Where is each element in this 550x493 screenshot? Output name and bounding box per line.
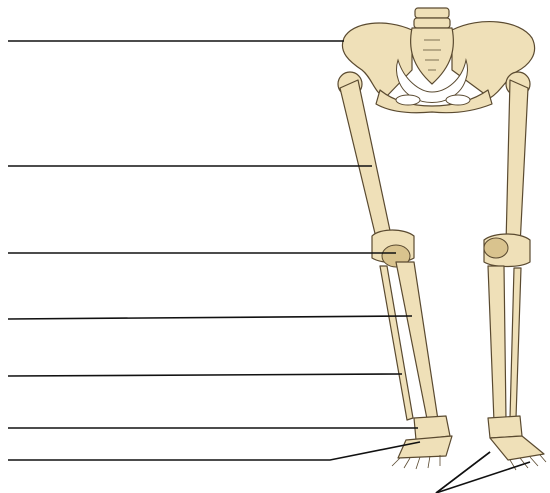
sacrum <box>411 28 454 84</box>
leader-line-metatarsals <box>8 442 420 460</box>
left-leg <box>338 72 452 469</box>
right-patella <box>484 238 508 258</box>
left-metatarsals <box>398 436 452 458</box>
leader-line-fibula <box>8 316 412 319</box>
leader-line-phalanges-a <box>436 452 490 493</box>
leader-line-tibia <box>8 374 402 376</box>
lumbar-vertebra <box>414 18 450 28</box>
pelvis <box>342 8 534 113</box>
lumbar-vertebra <box>415 8 449 18</box>
right-obturator-foramen <box>446 95 470 105</box>
right-fibula <box>510 268 521 418</box>
right-femur <box>506 80 528 246</box>
left-tibia <box>396 262 438 424</box>
left-obturator-foramen <box>396 95 420 105</box>
right-tibia <box>488 266 506 422</box>
leader-line-phalanges-b <box>436 462 530 493</box>
right-leg <box>484 72 546 470</box>
right-tarsals <box>488 416 522 438</box>
right-metatarsals <box>490 436 544 460</box>
